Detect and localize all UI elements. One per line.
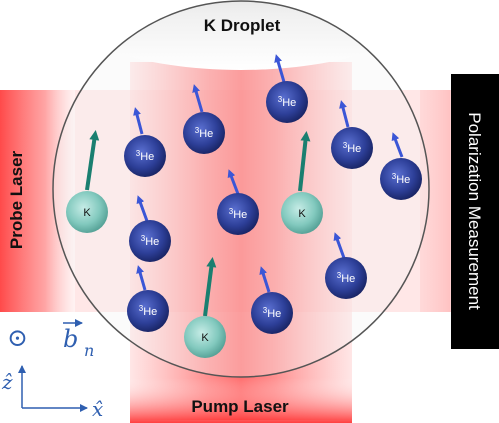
k-atom: K [281,131,323,234]
svg-text:3He: 3He [141,234,160,248]
magnetic-field-indicator: ⊙ b n [7,319,94,360]
svg-text:3He: 3He [229,207,248,221]
he3-atom: 3He [124,107,166,177]
coordinate-axes: ẑ x̂ [1,365,103,421]
he3-atom: 3He [380,132,422,200]
he3-atom: 3He [183,84,225,154]
svg-text:3He: 3He [139,304,158,318]
probe-laser-label: Probe Laser [7,150,26,249]
svg-text:3He: 3He [263,306,282,320]
k-atom: K [66,130,108,233]
bn-letter: b [63,325,78,353]
polarization-measurement-panel [451,74,499,349]
he3-atom: 3He [127,265,169,332]
probe-laser-beam-exit [420,90,455,312]
bn-subscript: n [84,341,94,360]
he3-atom: 3He [325,232,367,299]
he3-atom: 3He [266,54,308,123]
k-droplet-label: K Droplet [204,16,281,35]
pump-laser-source [130,378,352,423]
svg-text:K: K [201,332,209,344]
k-droplet-outline [52,0,430,378]
svg-text:3He: 3He [136,149,155,163]
probe-laser-beam [0,90,75,312]
k-atom: K [184,257,226,358]
he3-atom: 3He [251,266,293,334]
svg-text:3He: 3He [195,126,214,140]
pump-laser-label: Pump Laser [191,397,289,416]
svg-text:3He: 3He [278,95,297,109]
he3-atom: 3He [331,100,373,169]
he3-atom: 3He [217,169,259,235]
svg-text:K: K [83,207,91,219]
z-axis-label: ẑ [1,370,13,394]
svg-text:K: K [298,208,306,220]
svg-text:3He: 3He [337,271,356,285]
out-of-page-icon: ⊙ [7,323,28,352]
droplet-cap [53,1,429,70]
svg-text:3He: 3He [392,172,411,186]
x-axis-label: x̂ [92,397,103,421]
svg-text:3He: 3He [343,141,362,155]
polarization-measurement-label: Polarization Measurement [465,112,484,310]
he3-atom: 3He [129,195,171,262]
